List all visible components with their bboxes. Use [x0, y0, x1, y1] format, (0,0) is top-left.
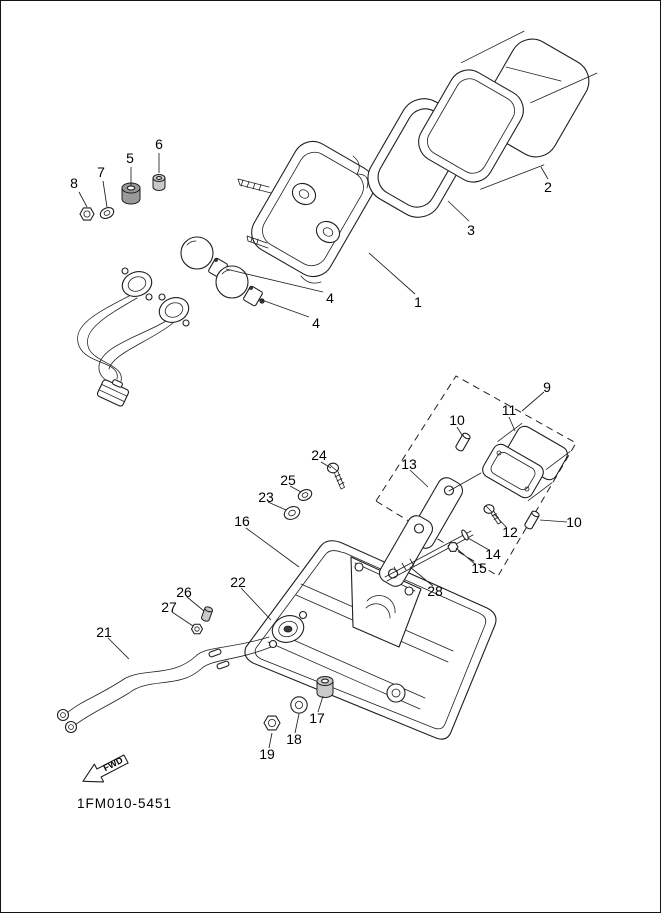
callout-5: 5 [126, 150, 134, 166]
harness-connector [96, 379, 130, 407]
damper-10-upper [455, 432, 471, 452]
callout-12: 12 [502, 524, 518, 540]
license-lamp-socket [268, 610, 308, 649]
washer-23 [283, 506, 301, 520]
callout-labels: 8 7 5 6 2 3 1 4 4 9 10 11 13 24 25 23 16… [70, 136, 582, 762]
grommet-5 [121, 182, 141, 205]
collar-6 [152, 174, 166, 191]
callout-22: 22 [230, 574, 246, 590]
callout-27: 27 [161, 599, 177, 615]
callout-23: 23 [258, 489, 274, 505]
fwd-arrow: FWD [82, 754, 129, 783]
washer-14 [461, 529, 469, 541]
screw-24 [326, 462, 345, 490]
license-stay-bracket [350, 556, 422, 648]
callout-11: 11 [502, 402, 517, 418]
bulb-socket-upper [121, 267, 153, 301]
callout-6: 6 [155, 136, 163, 152]
callout-14: 14 [485, 546, 501, 562]
callout-8: 8 [70, 175, 78, 191]
bulb-socket-lower [158, 293, 190, 327]
callout-10-b: 10 [566, 514, 582, 530]
callout-15: 15 [471, 560, 487, 576]
callout-24: 24 [311, 447, 327, 463]
nut-27 [190, 623, 204, 635]
callout-10-a: 10 [449, 412, 465, 428]
callout-7: 7 [97, 164, 105, 180]
collar-17 [316, 676, 334, 698]
callout-3: 3 [467, 222, 475, 238]
washer-7 [99, 207, 115, 219]
leader-lines [78, 153, 568, 749]
bullet-connector [208, 648, 230, 670]
callout-4-b: 4 [312, 315, 320, 331]
callout-9: 9 [543, 379, 551, 395]
callout-25: 25 [280, 472, 296, 488]
ring-terminal [56, 708, 78, 734]
bulb-socket-harness [77, 267, 190, 407]
callout-28: 28 [427, 583, 443, 599]
screw-12 [483, 504, 502, 525]
callout-16: 16 [234, 513, 250, 529]
washer-25 [297, 489, 313, 501]
callout-4-a: 4 [326, 290, 334, 306]
nut-8 [79, 207, 95, 221]
callout-18: 18 [286, 731, 302, 747]
license-lamp-wire-lead [56, 636, 272, 734]
mounting-stud [237, 178, 272, 249]
damper-10-lower [524, 510, 540, 530]
assembly-dashed-outline [375, 375, 577, 577]
license-lamp-lens [448, 423, 571, 501]
collar-26 [201, 606, 214, 622]
callout-26: 26 [176, 584, 192, 600]
washer-18 [290, 696, 308, 714]
tail-bulb-lower [215, 265, 265, 307]
callout-2: 2 [544, 179, 552, 195]
taillight-lens [418, 30, 598, 190]
license-light-bracket-28 [378, 515, 434, 587]
callout-19: 19 [259, 746, 275, 762]
nut-19 [263, 715, 281, 731]
license-light-assembly-group [375, 375, 577, 587]
through-bolt [384, 529, 474, 582]
callout-13: 13 [401, 456, 417, 472]
diagram-code: 1FM010-5451 [77, 796, 172, 811]
callout-1: 1 [414, 294, 422, 310]
callout-17: 17 [309, 710, 325, 726]
callout-21: 21 [96, 624, 112, 640]
tail-bulb-upper [180, 236, 230, 279]
nut-15 [447, 542, 459, 552]
taillight-housing [237, 140, 375, 284]
